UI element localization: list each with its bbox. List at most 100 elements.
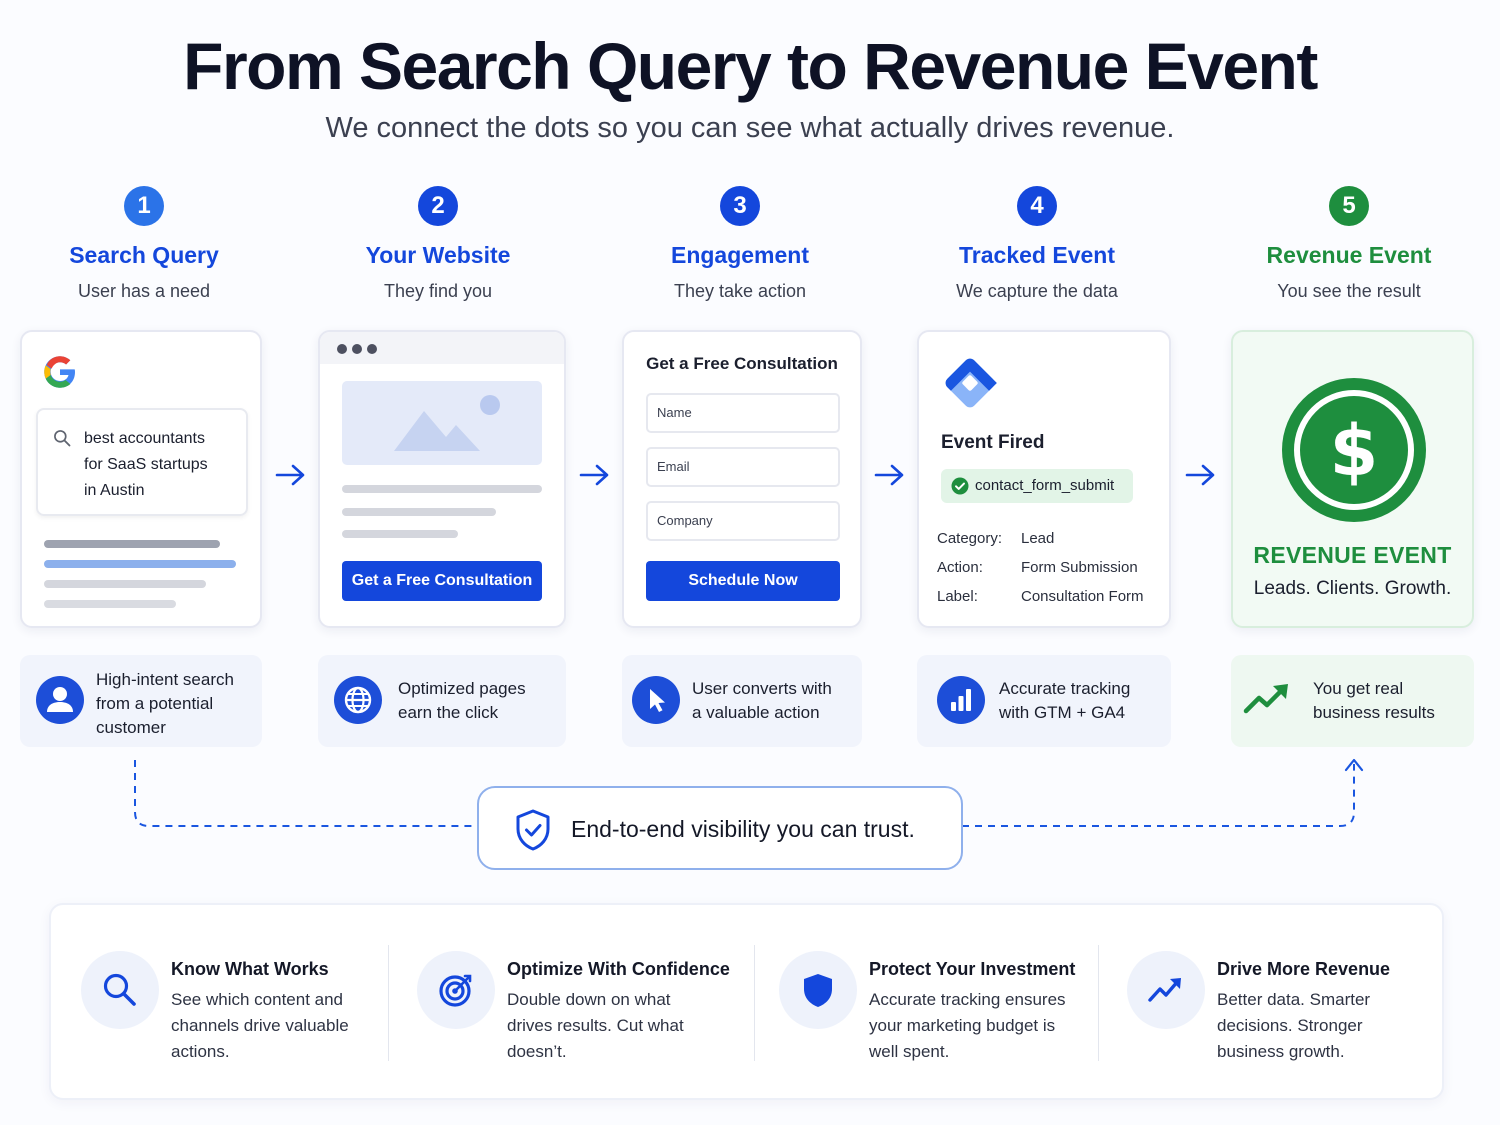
event-detail-row: Action: Form Submission [937, 559, 1138, 576]
consultation-form-card: Get a Free Consultation Name Email Compa… [622, 330, 862, 628]
result-bar [44, 540, 220, 548]
content-bar [342, 530, 458, 538]
benefit-description: See which content and channels drive val… [171, 987, 401, 1065]
benefit-line: Double down on what [507, 990, 671, 1009]
arrow-right-icon [579, 464, 609, 486]
benefit-line: Better data. Smarter [1217, 990, 1371, 1009]
info-box-website: Optimized pages earn the click [318, 655, 566, 747]
benefit-title: Know What Works [171, 959, 329, 979]
benefit-title: Protect Your Investment [869, 959, 1076, 979]
benefit-know-what-works: Know What Works See which content and ch… [81, 945, 421, 1065]
info-line: from a potential [96, 694, 214, 713]
event-name-badge: contact_form_submit [941, 469, 1133, 503]
step-subtitle: You see the result [1277, 281, 1421, 301]
info-line: Accurate tracking [999, 679, 1131, 698]
benefit-line: Accurate tracking ensures [869, 990, 1066, 1009]
info-line: High-intent search [96, 670, 234, 689]
benefit-icon-circle [81, 951, 159, 1029]
event-name: contact_form_submit [975, 477, 1115, 494]
detail-value: Lead [1021, 530, 1055, 547]
target-icon [439, 974, 472, 1007]
info-line: with GTM + GA4 [999, 703, 1126, 722]
shield-icon [804, 974, 832, 1007]
query-line: best accountants [84, 430, 205, 447]
info-text: High-intent search from a potential cust… [96, 668, 234, 740]
divider [388, 945, 389, 1061]
benefit-optimize: Optimize With Confidence Double down on … [417, 945, 757, 1065]
divider [1098, 945, 1099, 1061]
info-line: customer [96, 718, 166, 737]
revenue-event-subtitle: Leads. Clients. Growth. [1253, 578, 1452, 599]
step-number-badge: 5 [1329, 186, 1369, 226]
search-input[interactable]: best accountants for SaaS startups in Au… [36, 408, 248, 516]
benefit-line: doesn’t. [507, 1042, 567, 1061]
detail-key: Label: [937, 588, 978, 605]
connector-right-path [962, 764, 1355, 827]
info-line: a valuable action [692, 703, 820, 722]
step-number-badge: 2 [418, 186, 458, 226]
info-box-engagement: User converts with a valuable action [622, 655, 862, 747]
trend-up-icon [1243, 684, 1288, 714]
info-line: earn the click [398, 703, 499, 722]
info-line: You get real [1313, 679, 1404, 698]
event-detail-row: Label:Consultation Form [937, 588, 1144, 605]
trend-up-icon [1148, 978, 1181, 1002]
arrow-right-icon [874, 464, 904, 486]
detail-key: Category: [937, 530, 1003, 547]
connector-left-path [134, 760, 478, 827]
benefit-icon-circle [779, 951, 857, 1029]
info-line: Optimized pages [398, 679, 526, 698]
step-title: Search Query [69, 242, 219, 268]
trust-banner: End-to-end visibility you can trust. [477, 786, 963, 870]
divider [754, 945, 755, 1061]
benefit-description: Accurate tracking ensures your marketing… [869, 987, 1099, 1065]
gtm-logo-icon [945, 358, 997, 408]
check-circle-icon [951, 477, 969, 495]
arrow-up-icon [1344, 758, 1364, 772]
benefit-title: Optimize With Confidence [507, 959, 730, 979]
window-dot-icon [352, 344, 362, 354]
shield-check-icon [516, 809, 550, 851]
benefit-line: business growth. [1217, 1042, 1345, 1061]
query-line: in Austin [84, 482, 145, 499]
step-subtitle: They find you [383, 281, 493, 301]
info-line: business results [1313, 703, 1435, 722]
info-text: User converts with a valuable action [692, 677, 832, 725]
schedule-now-button[interactable]: Schedule Now [646, 561, 840, 601]
page-title: From Search Query to Revenue Event [183, 29, 1318, 103]
info-line: User converts with [692, 679, 832, 698]
benefit-icon-circle [1127, 951, 1205, 1029]
step-header-1: 1 Search Query User has a need [0, 186, 294, 302]
benefit-line: drives results. Cut what [507, 1016, 684, 1035]
user-icon [36, 676, 84, 724]
cursor-icon [632, 676, 680, 724]
result-bar [44, 600, 176, 608]
step-header-2: 2 Your Website They find you [288, 186, 588, 302]
image-placeholder [342, 381, 542, 465]
tracked-event-card: Event Fired contact_form_submit Category… [917, 330, 1171, 628]
free-consultation-button[interactable]: Get a Free Consultation [342, 561, 542, 601]
benefit-line: channels drive valuable [171, 1016, 349, 1035]
email-field[interactable]: Email [646, 447, 840, 487]
benefit-icon-circle [417, 951, 495, 1029]
benefit-line: See which content and [171, 990, 344, 1009]
trust-text: End-to-end visibility you can trust. [571, 816, 915, 842]
benefits-panel: Know What Works See which content and ch… [49, 903, 1444, 1100]
benefit-line: your marketing budget is [869, 1016, 1056, 1035]
detail-value: Form Submission [1021, 559, 1138, 576]
form-title: Get a Free Consultation [646, 354, 838, 373]
search-query-card: best accountants for SaaS startups in Au… [20, 330, 262, 628]
bar-chart-icon [937, 676, 985, 724]
benefit-title: Drive More Revenue [1217, 959, 1391, 979]
benefit-line: well spent. [869, 1042, 950, 1061]
company-field[interactable]: Company [646, 501, 840, 541]
step-header-3: 3 Engagement They take action [590, 186, 890, 302]
info-text: You get real business results [1313, 677, 1435, 725]
revenue-event-card: $ REVENUE EVENT Leads. Clients. Growth. [1231, 330, 1474, 628]
detail-key: Action: [937, 559, 983, 576]
name-field[interactable]: Name [646, 393, 840, 433]
info-text: Optimized pages earn the click [398, 677, 526, 725]
step-title: Engagement [670, 242, 810, 268]
step-number-badge: 4 [1017, 186, 1057, 226]
svg-text:$: $ [1330, 410, 1379, 492]
